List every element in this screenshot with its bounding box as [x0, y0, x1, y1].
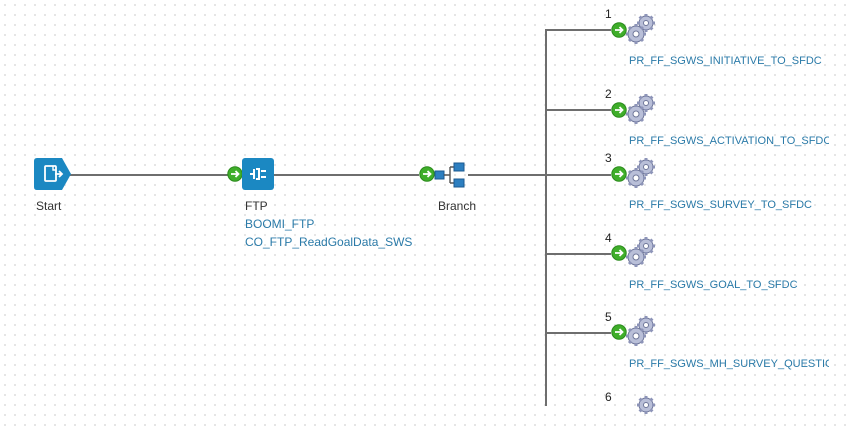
branch-number: 1	[605, 7, 612, 21]
ftp-operation-link[interactable]: CO_FTP_ReadGoalData_SWS	[245, 235, 413, 249]
branch-wire-3	[546, 174, 611, 176]
connector-shape-icon[interactable]	[242, 158, 274, 190]
ftp-connection-link[interactable]: BOOMI_FTP	[245, 217, 315, 231]
process-canvas[interactable]: Start FTP BOOMI_FTP CO_FTP_ReadGoalData_…	[0, 0, 853, 414]
start-shape-icon[interactable]	[34, 158, 72, 190]
ftp-label: FTP	[245, 199, 268, 213]
gears-icon[interactable]	[624, 314, 658, 348]
gears-icon[interactable]	[624, 92, 658, 126]
green-arrow-icon	[611, 324, 627, 340]
branch-bus-vertical	[545, 29, 547, 406]
branch-number: 6	[605, 390, 612, 404]
branch-wire-1	[546, 29, 611, 31]
green-arrow-icon	[419, 166, 435, 182]
process-call-label[interactable]: PR_FF_SGWS_SURVEY_TO_SFDC	[629, 199, 812, 211]
connector-start-ftp	[70, 174, 228, 176]
connector-branch-bus	[468, 174, 546, 176]
process-call-label[interactable]: PR_FF_SGWS_INITIATIVE_TO_SFDC	[629, 55, 822, 67]
process-call-label[interactable]: PR_FF_SGWS_MH_SURVEY_QUESTIONS	[629, 358, 829, 370]
green-arrow-icon	[611, 102, 627, 118]
branch-shape-icon[interactable]	[434, 162, 468, 188]
branch-number: 4	[605, 231, 612, 245]
branch-wire-2	[546, 109, 611, 111]
gears-icon[interactable]	[624, 394, 658, 428]
branch-label: Branch	[438, 199, 477, 213]
branch-number: 2	[605, 87, 612, 101]
branch-wire-4	[546, 253, 611, 255]
green-arrow-icon	[611, 22, 627, 38]
branch-wire-5	[546, 332, 611, 334]
process-call-label[interactable]: PR_FF_SGWS_ACTIVATION_TO_SFDC	[629, 135, 829, 147]
start-label: Start	[36, 199, 62, 213]
green-arrow-icon	[227, 166, 243, 182]
green-arrow-icon	[611, 245, 627, 261]
process-call-label[interactable]: PR_FF_SGWS_GOAL_TO_SFDC	[629, 279, 798, 291]
green-arrow-icon	[611, 166, 627, 182]
gears-icon[interactable]	[624, 235, 658, 269]
branch-number: 3	[605, 151, 612, 165]
branch-number: 5	[605, 310, 612, 324]
connector-ftp-branch	[274, 174, 419, 176]
gears-icon[interactable]	[624, 156, 658, 190]
gears-icon[interactable]	[624, 12, 658, 46]
